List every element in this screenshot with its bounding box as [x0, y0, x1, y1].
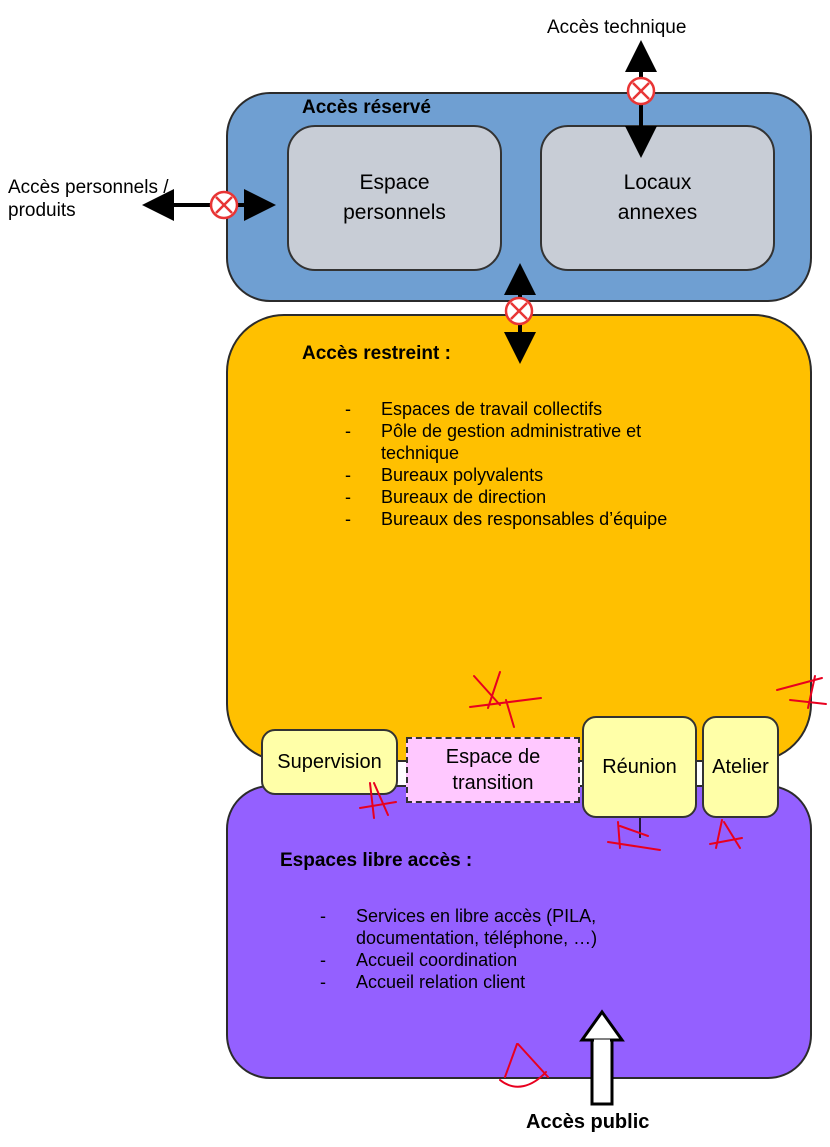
list-item: Bureaux polyvalents [345, 464, 715, 486]
label-acces-personnels-line2: produits [8, 200, 76, 221]
list-item: Pôle de gestion administrative et techni… [345, 420, 715, 464]
zone-reserve-title: Accès réservé [302, 97, 431, 118]
room-transition-line2: transition [452, 772, 534, 794]
room-espace-personnels: Espace personnels [287, 125, 502, 271]
control-point-icon [504, 296, 534, 326]
list-item: Services en libre accès (PILA, documenta… [320, 905, 680, 949]
room-atelier-label: Atelier [712, 756, 769, 778]
control-point-icon [209, 190, 239, 220]
libre-items-list: Services en libre accès (PILA, documenta… [320, 905, 680, 993]
room-locaux-annexes-line1: Locaux [623, 171, 692, 194]
control-point-icon [626, 76, 656, 106]
restreint-items-list: Espaces de travail collectifs Pôle de ge… [345, 398, 715, 530]
room-espace-personnels-line1: Espace [359, 171, 430, 194]
list-item: Accueil relation client [320, 971, 680, 993]
arrow-acces-public [579, 1009, 625, 1106]
room-reunion: Réunion [582, 716, 697, 818]
room-supervision-label: Supervision [277, 751, 382, 773]
list-item: Bureaux de direction [345, 486, 715, 508]
zone-acces-restreint [226, 314, 812, 762]
room-locaux-annexes: Locaux annexes [540, 125, 775, 271]
label-acces-technique: Accès technique [547, 17, 687, 38]
list-item: Espaces de travail collectifs [345, 398, 715, 420]
room-espace-transition: Espace de transition [406, 737, 580, 803]
room-reunion-label: Réunion [602, 756, 677, 778]
label-acces-public: Accès public [526, 1111, 650, 1133]
handwritten-annotation-marks [359, 671, 827, 1088]
room-locaux-annexes-line2: annexes [617, 201, 698, 224]
list-item: Bureaux des responsables d’équipe [345, 508, 715, 530]
label-acces-personnels-line1: Accès personnels / [8, 177, 169, 198]
room-transition-line1: Espace de [445, 746, 541, 768]
list-item: Accueil coordination [320, 949, 680, 971]
room-atelier: Atelier [702, 716, 779, 818]
zone-restreint-title: Accès restreint : [302, 343, 451, 364]
zone-libre-title: Espaces libre accès : [280, 850, 473, 871]
room-espace-personnels-line2: personnels [343, 201, 446, 224]
